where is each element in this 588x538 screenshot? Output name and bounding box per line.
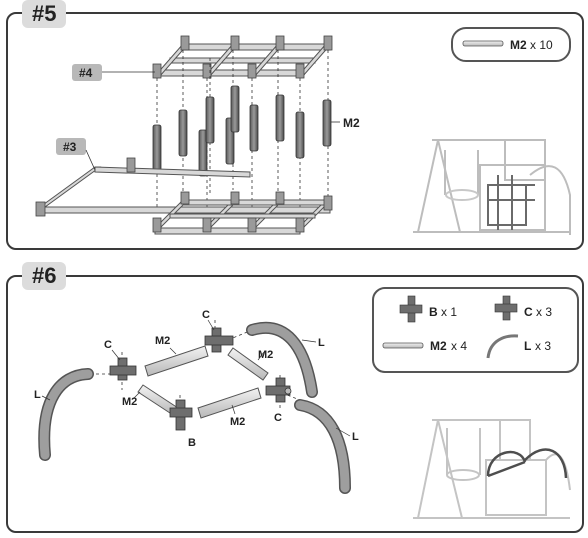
step-6-leader-lines <box>41 319 351 437</box>
part-b-code: B <box>429 305 438 319</box>
m2-pole-label: M2 <box>343 116 360 130</box>
part-4-label: #4 <box>79 66 93 80</box>
connector-c-top <box>204 327 234 353</box>
label-m2-right: M2 <box>258 349 273 361</box>
label-m2-bottom: M2 <box>230 416 245 428</box>
part-m2-qty: x 4 <box>451 339 467 353</box>
part-l-icon <box>486 334 519 359</box>
part-l-code: L <box>524 339 531 353</box>
top-frame-connectors <box>152 35 333 79</box>
m2-parts-qty: x 10 <box>530 38 553 52</box>
m2-pipe-icon <box>462 40 504 47</box>
part-c-qty: x 3 <box>536 305 552 319</box>
step-5-preview-thumbnail <box>413 139 571 235</box>
m2-frame-pipes <box>137 345 269 419</box>
connector-c-left <box>109 357 137 381</box>
m2-vertical-poles <box>152 85 332 177</box>
connector-c-right <box>265 377 292 403</box>
step-5-badge: #5 <box>22 0 67 28</box>
label-m2-top: M2 <box>155 335 170 347</box>
step-6-badge: #6 <box>22 262 67 290</box>
part-3-label: #3 <box>63 140 77 154</box>
step-5-preview-highlight <box>487 175 535 230</box>
label-c-right: C <box>274 412 282 424</box>
part-m2-icon <box>382 342 424 349</box>
label-l-left: L <box>34 389 41 401</box>
label-l-top-right: L <box>318 337 325 349</box>
base-frame-connectors <box>35 157 333 233</box>
label-b: B <box>188 437 196 449</box>
part-c-code: C <box>524 305 533 319</box>
part-l-qty: x 3 <box>535 339 551 353</box>
step-6-parts-box <box>372 287 579 373</box>
step-5-parts-box <box>451 27 571 62</box>
step-6-preview-thumbnail <box>413 419 571 519</box>
part-m2-code: M2 <box>430 339 447 353</box>
label-m2-left: M2 <box>122 396 137 408</box>
label-l-bottom-right: L <box>352 431 359 443</box>
part-b-qty: x 1 <box>441 305 457 319</box>
label-c-left: C <box>104 339 112 351</box>
step-6-preview-highlight <box>486 448 568 479</box>
connector-b-bottom <box>169 399 193 431</box>
step-5-callouts <box>56 64 340 171</box>
part-c-icon <box>494 295 518 321</box>
part-b-icon <box>399 295 423 323</box>
label-c-top: C <box>202 309 210 321</box>
m2-parts-code: M2 <box>510 38 527 52</box>
